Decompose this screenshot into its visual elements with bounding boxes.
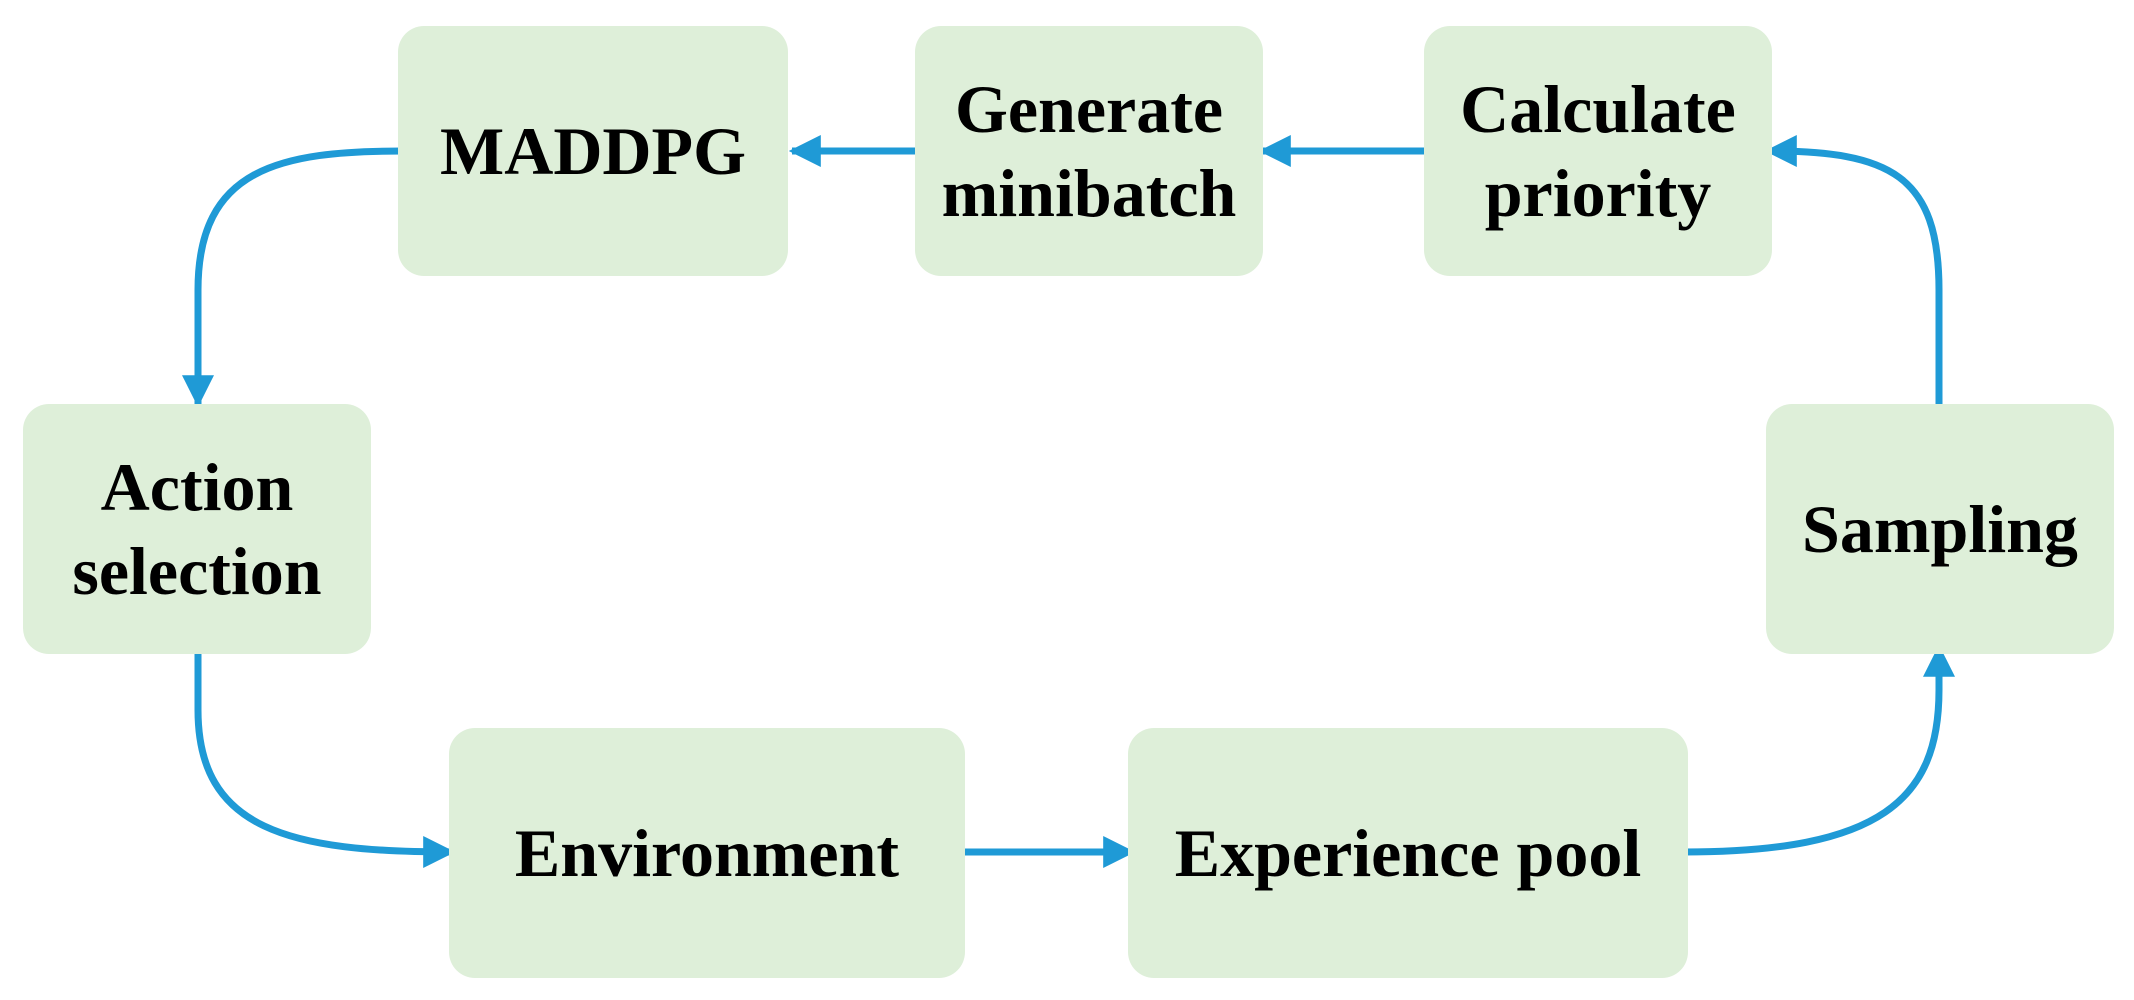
- node-experience-pool: Experience pool: [1128, 728, 1688, 978]
- node-action-selection: Action selection: [23, 404, 371, 654]
- node-generate-minibatch: Generate minibatch: [915, 26, 1263, 276]
- node-calculate-priority-text: Calculate priority: [1460, 67, 1736, 235]
- node-maddpg-text: MADDPG: [440, 109, 746, 193]
- node-action-selection-text: Action selection: [72, 445, 321, 613]
- arrow-maddpg-to-action-selection: [182, 147, 404, 408]
- node-label: Action: [100, 449, 294, 525]
- node-label: Calculate: [1460, 71, 1736, 147]
- node-label: Environment: [514, 815, 900, 891]
- node-sampling: Sampling: [1766, 404, 2114, 654]
- node-calculate-priority: Calculate priority: [1424, 26, 1772, 276]
- node-sampling-text: Sampling: [1802, 487, 2078, 571]
- node-environment: Environment: [449, 728, 965, 978]
- arrow-sampling-to-priority: [1764, 135, 1943, 408]
- node-label: Experience pool: [1174, 815, 1642, 891]
- node-label: minibatch: [941, 155, 1237, 231]
- node-label: Sampling: [1802, 491, 2078, 567]
- node-label: selection: [72, 533, 322, 609]
- node-label: priority: [1484, 155, 1712, 231]
- node-label: MADDPG: [440, 113, 746, 189]
- arrow-action-selection-to-environment: [194, 648, 456, 868]
- node-maddpg: MADDPG: [398, 26, 788, 276]
- node-generate-minibatch-text: Generate minibatch: [942, 67, 1237, 235]
- arrow-experience-pool-to-sampling: [1683, 644, 1955, 856]
- node-environment-text: Environment: [515, 811, 899, 895]
- node-experience-pool-text: Experience pool: [1175, 811, 1642, 895]
- node-label: Generate: [954, 71, 1224, 147]
